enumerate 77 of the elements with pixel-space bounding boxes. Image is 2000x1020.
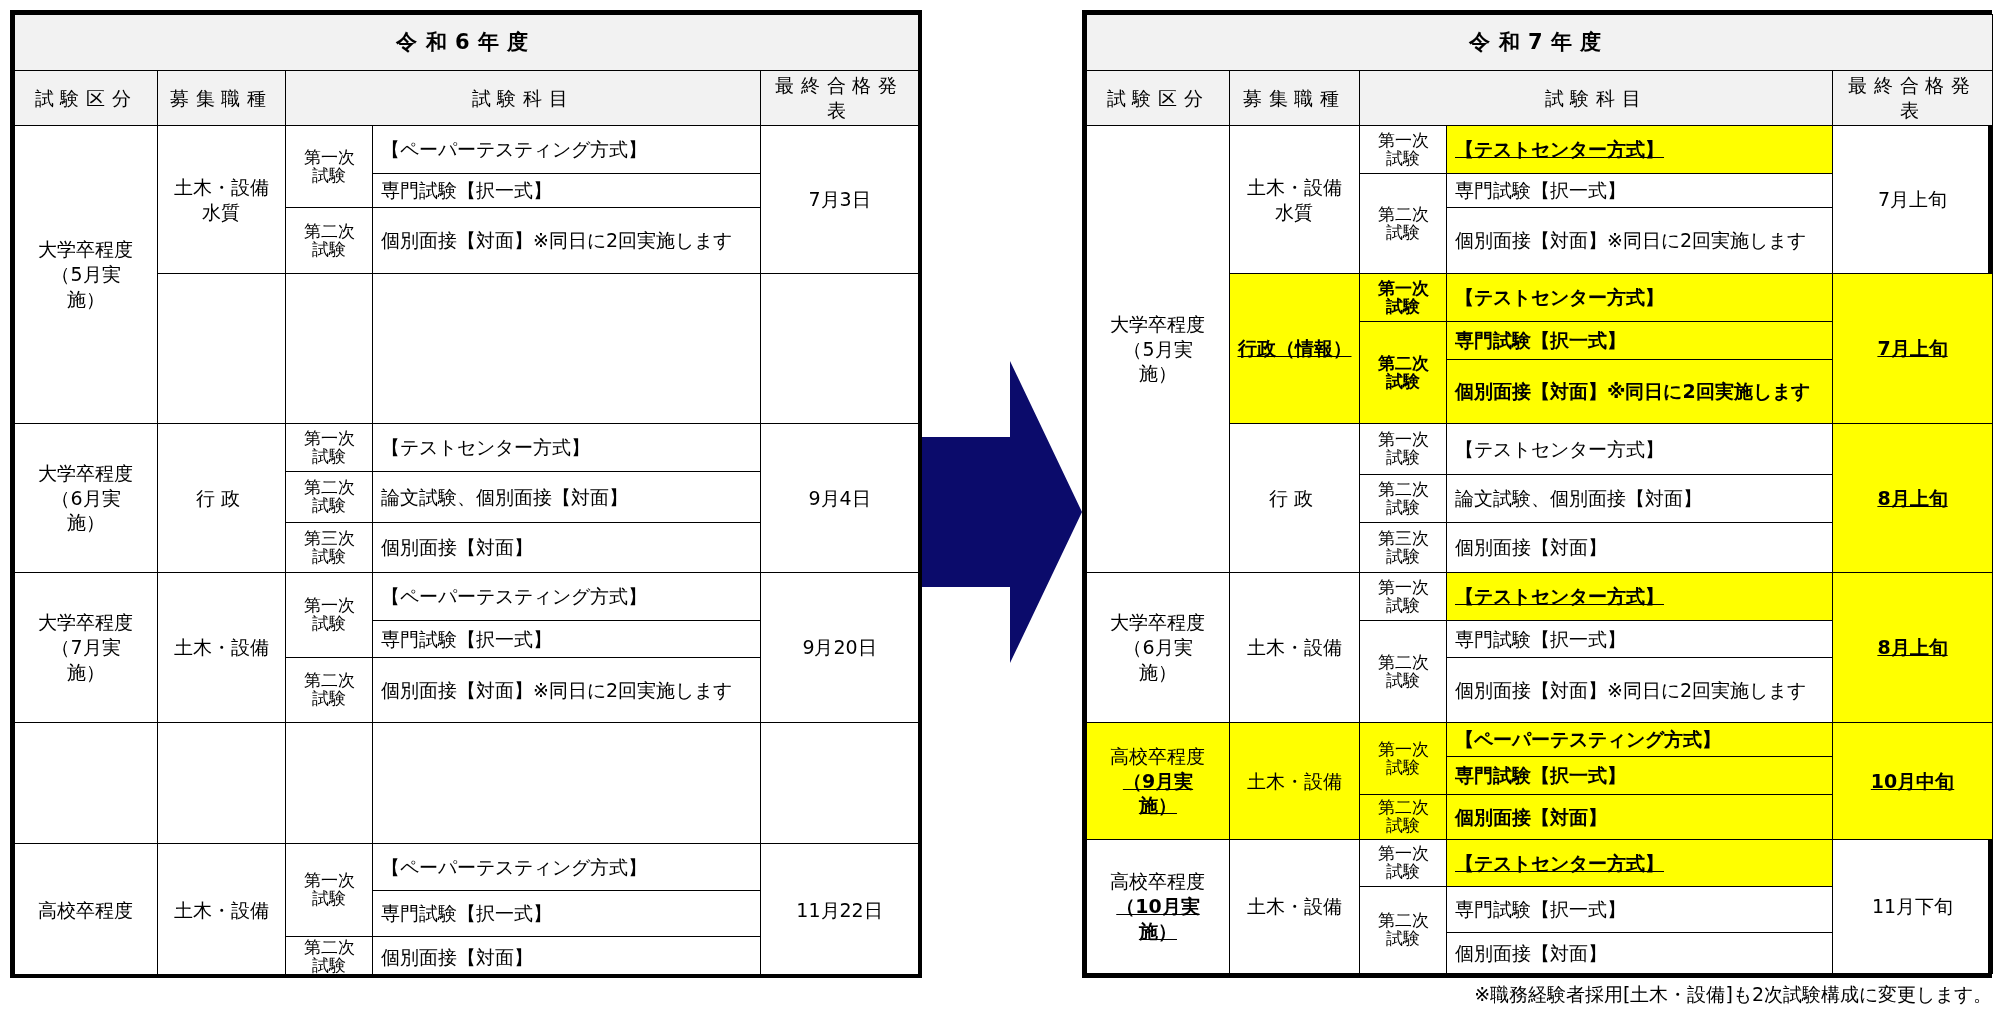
table-title: 令和7年度 [1086,14,1993,71]
table-cell: 個別面接【対面】 [1446,794,1833,840]
stage-cell: 第二次試験 [285,471,373,523]
stage-cell: 第二次試験 [285,657,373,723]
table-cell: 土木・設備 [1229,722,1360,840]
table-cell: 【テストセンター方式】 [1446,125,1833,174]
table-cell: 【テストセンター方式】 [1446,572,1833,621]
table-cell: 11月下旬 [1832,839,1993,974]
table-cell: 個別面接【対面】※同日に2回実施します [1446,359,1833,424]
footnote: ※職務経験者採用[土木・設備]も2次試験構成に変更します。 [1473,982,1992,1007]
table-cell: 8月上旬 [1832,572,1993,723]
table-cell: 【テストセンター方式】 [1446,839,1833,887]
stage-cell: 第二次試験 [285,207,373,274]
schedule-table [10,10,922,978]
table-cell: 大学卒程度（6月実施） [1086,572,1230,723]
table-cell: 大学卒程度（5月実施） [14,125,158,424]
schedule-table [1082,10,1992,978]
table-cell: 大学卒程度（6月実施） [14,423,158,573]
block-arrow [922,361,1082,663]
stage-cell: 第二次試験 [1359,321,1447,424]
stage-cell: 第二次試験 [1359,886,1447,974]
stage-cell: 第二次試験 [1359,620,1447,723]
table-cell: 7月上旬 [1832,273,1993,424]
table-cell: 個別面接【対面】※同日に2回実施します [1446,657,1833,723]
stage-cell: 第三次試験 [285,522,373,573]
table-cell: 土木・設備水質 [157,125,286,274]
table-cell: 【テストセンター方式】 [372,423,761,472]
stage-cell: 第一次試験 [1359,273,1447,322]
table-cell: 専門試験【択一式】 [372,173,761,208]
stage-cell: 第一次試験 [1359,125,1447,174]
stage-cell: 第二次試験 [1359,173,1447,274]
stage-cell: 第二次試験 [1359,474,1447,523]
column-header: 試験科目 [285,70,761,126]
stage-cell: 第一次試験 [285,572,373,658]
table-cell: 高校卒程度（10月実施） [1086,839,1230,974]
stage-cell: 第一次試験 [1359,423,1447,475]
table-cell: 9月4日 [760,423,919,573]
stage-cell: 第一次試験 [1359,722,1447,795]
column-header: 募集職種 [157,70,286,126]
table-cell: 【テストセンター方式】 [1446,273,1833,322]
table-cell: 土木・設備 [157,572,286,723]
table-cell: 9月20日 [760,572,919,723]
table-cell: 【テストセンター方式】 [1446,423,1833,475]
table-cell: 土木・設備水質 [1229,125,1360,274]
column-header: 募集職種 [1229,70,1360,126]
column-header: 試験区分 [1086,70,1230,126]
stage-cell: 第三次試験 [1359,522,1447,573]
stage-cell: 第一次試験 [285,125,373,208]
stage-cell: 第一次試験 [285,423,373,472]
table-cell: 個別面接【対面】※同日に2回実施します [1446,207,1833,274]
column-header: 試験区分 [14,70,158,126]
table-cell: 10月中旬 [1832,722,1993,840]
table-cell: 大学卒程度（7月実施） [14,572,158,723]
table-cell: 行政 [157,423,286,573]
column-header: 試験科目 [1359,70,1833,126]
table-cell: 土木・設備 [1229,572,1360,723]
stage-cell: 第一次試験 [285,843,373,937]
table-cell: 高校卒程度（9月実施） [1086,722,1230,840]
table-cell: 8月上旬 [1832,423,1993,573]
table-cell: 専門試験【択一式】 [1446,756,1833,795]
table-cell: 【ペーパーテスティング方式】 [1446,722,1833,757]
table-cell: 個別面接【対面】 [1446,932,1833,974]
table-cell: 行政（情報） [1229,273,1360,424]
table-cell: 7月3日 [760,125,919,274]
stage-cell: 第二次試験 [1359,794,1447,840]
column-header: 最終合格発表 [760,70,919,126]
table-title: 令和6年度 [14,14,919,71]
table-cell: 専門試験【択一式】 [1446,321,1833,360]
column-header: 最終合格発表 [1832,70,1993,126]
table-cell: 土木・設備 [1229,839,1360,974]
table-cell: 専門試験【択一式】 [372,620,761,658]
table-cell: 行政 [1229,423,1360,573]
stage-cell: 第一次試験 [1359,572,1447,621]
stage-cell: 第一次試験 [1359,839,1447,887]
table-cell: 大学卒程度（5月実施） [1086,125,1230,573]
table-cell: 専門試験【択一式】 [372,890,761,937]
table-cell: 7月上旬 [1832,125,1993,274]
